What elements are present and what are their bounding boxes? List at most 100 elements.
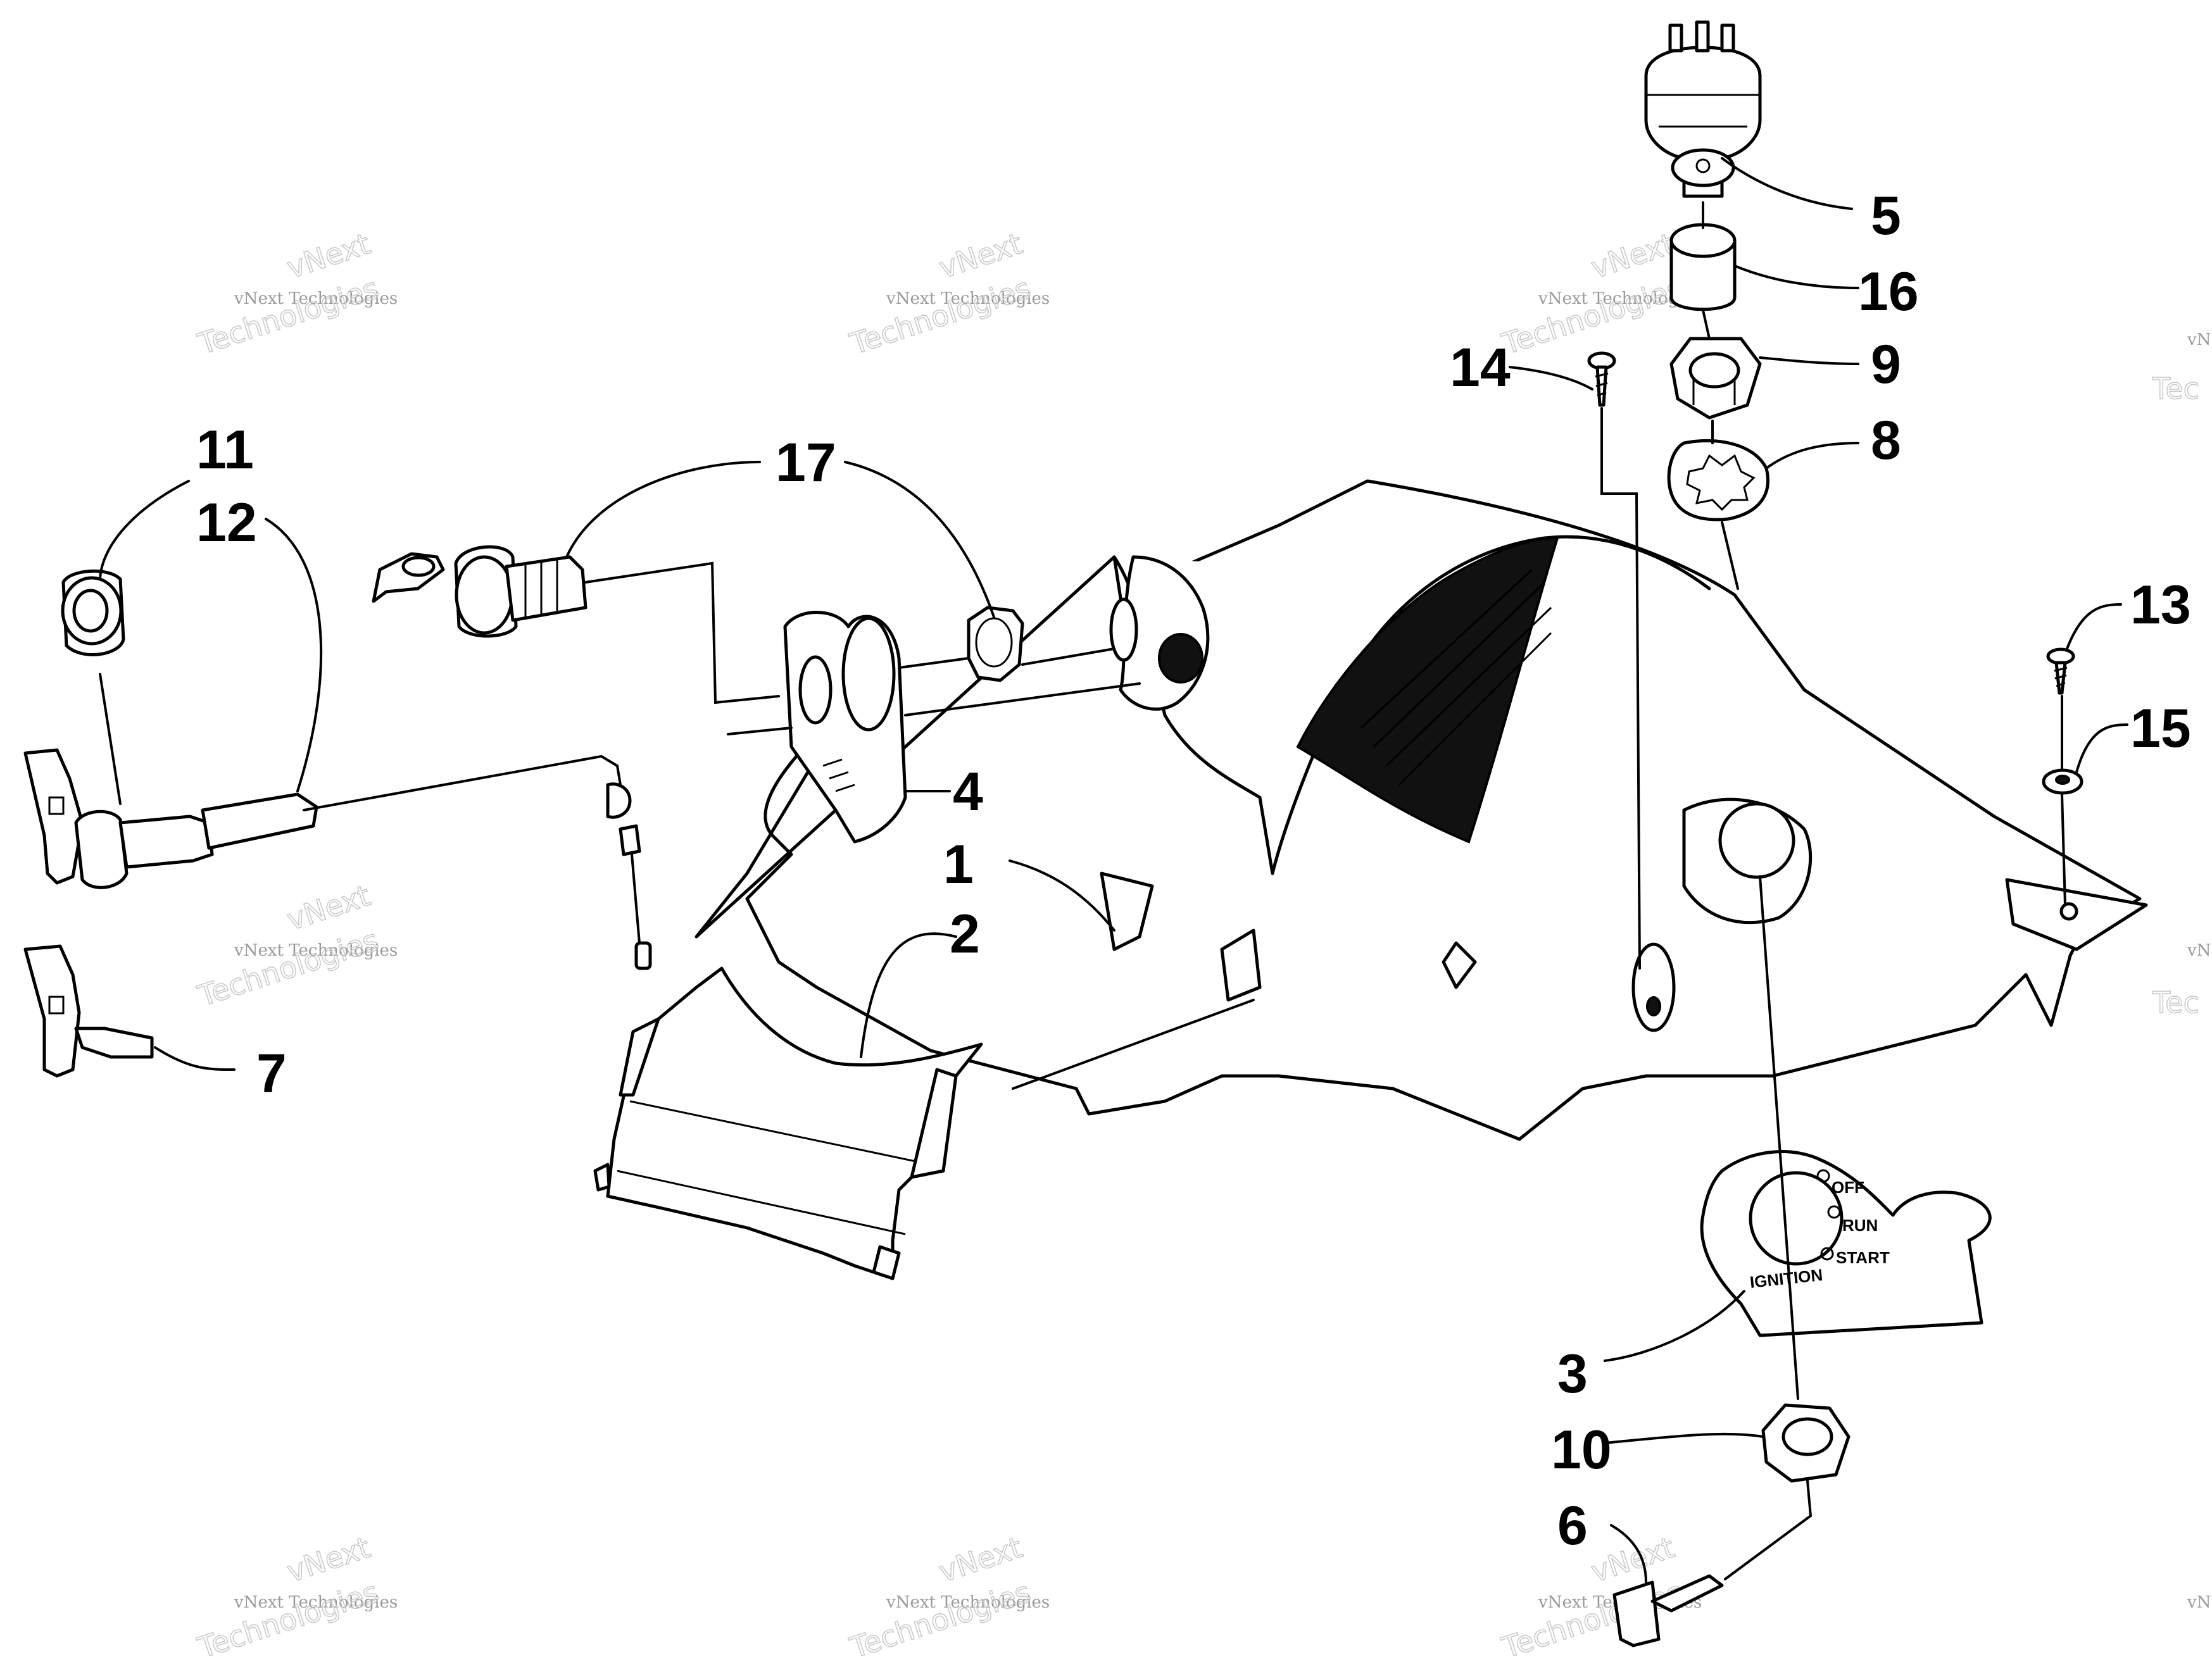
- gasket-large-hole: [841, 616, 896, 732]
- cover-fold-line: [629, 1100, 931, 1166]
- lower-guide-line: [727, 682, 1141, 735]
- housing-left-hole: [1158, 633, 1203, 684]
- lever-barrel: [118, 815, 214, 869]
- leader-14: [1509, 366, 1593, 391]
- watermark-tile: vNext Technologies vNext Technologies: [845, 1530, 1050, 1662]
- callout-1: 1: [943, 834, 974, 895]
- callout-3: 3: [1557, 1344, 1588, 1404]
- ring-to-lever-line: [99, 673, 122, 805]
- socket-flange-face: [455, 555, 514, 635]
- part-6-key: [1612, 1574, 1724, 1647]
- svg-text:vN: vN: [2187, 330, 2211, 349]
- flange-hole: [2059, 902, 2078, 921]
- leader-13: [2066, 603, 2122, 650]
- svg-text:Technologies: Technologies: [194, 923, 383, 1013]
- svg-text:Tec: Tec: [2152, 372, 2199, 406]
- callout-5: 5: [1871, 185, 1901, 246]
- socket-to-gasket-line: [584, 561, 780, 704]
- leader-11: [99, 480, 190, 580]
- svg-text:vNext Technologies: vNext Technologies: [886, 289, 1050, 308]
- part-16-bushing: [1669, 223, 1737, 311]
- part-13-screw: [2046, 647, 2075, 695]
- watermark-tile: vNext Technologies vNext Technologies: [193, 878, 398, 1014]
- svg-text:vNext Technologies: vNext Technologies: [234, 941, 398, 960]
- callout-6: 6: [1557, 1496, 1588, 1556]
- lever-arm: [23, 748, 84, 885]
- washer-8-outer: [1667, 439, 1769, 522]
- gasket-small-hole: [798, 655, 833, 725]
- switch-stack-line: [1702, 201, 1739, 590]
- cover-outline: [606, 966, 983, 1280]
- watermark-tile: vNext Technologies vNext Technologies: [193, 226, 398, 362]
- clip-bore: [975, 617, 1013, 668]
- start-label: START: [1836, 1248, 1890, 1267]
- switch-pin: [1720, 23, 1735, 53]
- callout-8: 8: [1871, 410, 1901, 471]
- svg-text:Technologies: Technologies: [1498, 1575, 1687, 1662]
- housing-foot-tab: [1442, 941, 1477, 989]
- shading-lines: [1360, 568, 1552, 786]
- svg-text:Technologies: Technologies: [194, 1575, 383, 1662]
- bushing-top: [1669, 223, 1737, 258]
- callout-16: 16: [1858, 261, 1919, 322]
- leader-12: [265, 518, 323, 792]
- callout-12: 12: [196, 492, 257, 553]
- cable-end-fitting: [606, 782, 632, 819]
- callout-11: 11: [196, 420, 254, 480]
- cable: [303, 754, 622, 811]
- leader-1: [1009, 859, 1115, 932]
- callout-13: 13: [2130, 575, 2191, 635]
- ignition-axis-line: [1759, 875, 1799, 1400]
- switch-pin: [1668, 23, 1683, 53]
- callout-10: 10: [1551, 1420, 1612, 1480]
- part-5-switch-body: [1644, 20, 1762, 198]
- run-label: RUN: [1842, 1216, 1878, 1235]
- callout-4: 4: [953, 761, 983, 822]
- gasket-to-clip-line: [898, 657, 970, 669]
- watermark-tile: vNext Technologies vNext Technologies: [193, 1530, 398, 1662]
- part-8-lock-washer: [1667, 439, 1769, 522]
- part-7-lever: [23, 944, 154, 1078]
- cable-adjuster: [619, 824, 641, 856]
- housing-right-tab: [1220, 928, 1262, 1002]
- leader-lines: [99, 157, 2128, 1584]
- callout-9: 9: [1871, 334, 1901, 395]
- switch-ribs: [1646, 94, 1760, 128]
- part-10-hex-nut: [1761, 1403, 1851, 1483]
- cable-inner-wire: [631, 853, 641, 944]
- lever-7-tab: [74, 1027, 154, 1059]
- ignition-mount-hole: [1718, 802, 1795, 879]
- cover-right-tab: [910, 1068, 958, 1179]
- svg-text:Technologies: Technologies: [1498, 271, 1687, 361]
- leader-9: [1759, 356, 1859, 365]
- screw-14-thread: [1595, 372, 1609, 397]
- washer-15-hole: [2055, 775, 2070, 785]
- screw-13-line: [2061, 695, 2066, 906]
- leader-3: [1604, 1290, 1745, 1362]
- svg-text:vN: vN: [2187, 1593, 2211, 1612]
- screw-hole: [1646, 996, 1661, 1016]
- part-9-hex-nut: [1669, 337, 1762, 420]
- leader-10: [1604, 1432, 1764, 1444]
- part-3-ignition-panel: OFF RUN START IGNITION: [1700, 1150, 1992, 1337]
- leader-6: [1610, 1524, 1647, 1584]
- cover-guide-line: [1012, 999, 1255, 1090]
- off-indicator: [1816, 1169, 1830, 1183]
- washer-8-teeth: [1686, 454, 1756, 511]
- cable-grip: [201, 792, 318, 850]
- leader-8: [1765, 442, 1859, 470]
- leader-16: [1733, 265, 1859, 289]
- nut-9-bore: [1688, 352, 1740, 389]
- svg-text:Technologies: Technologies: [194, 271, 383, 361]
- key-head: [1612, 1580, 1661, 1647]
- callout-labels: 1 2 3 4 5 6 7 8 9 10 11 12 13 14 15 16 1…: [196, 185, 2191, 1556]
- ignition-key-hole: [1749, 1171, 1844, 1266]
- key-blade: [1650, 1574, 1724, 1613]
- part-2-lower-cover: [593, 966, 983, 1280]
- socket-threads: [524, 558, 558, 617]
- part-17-power-socket: [372, 545, 588, 638]
- switch-pin: [1695, 20, 1710, 53]
- clip-to-housing-line: [1021, 647, 1115, 666]
